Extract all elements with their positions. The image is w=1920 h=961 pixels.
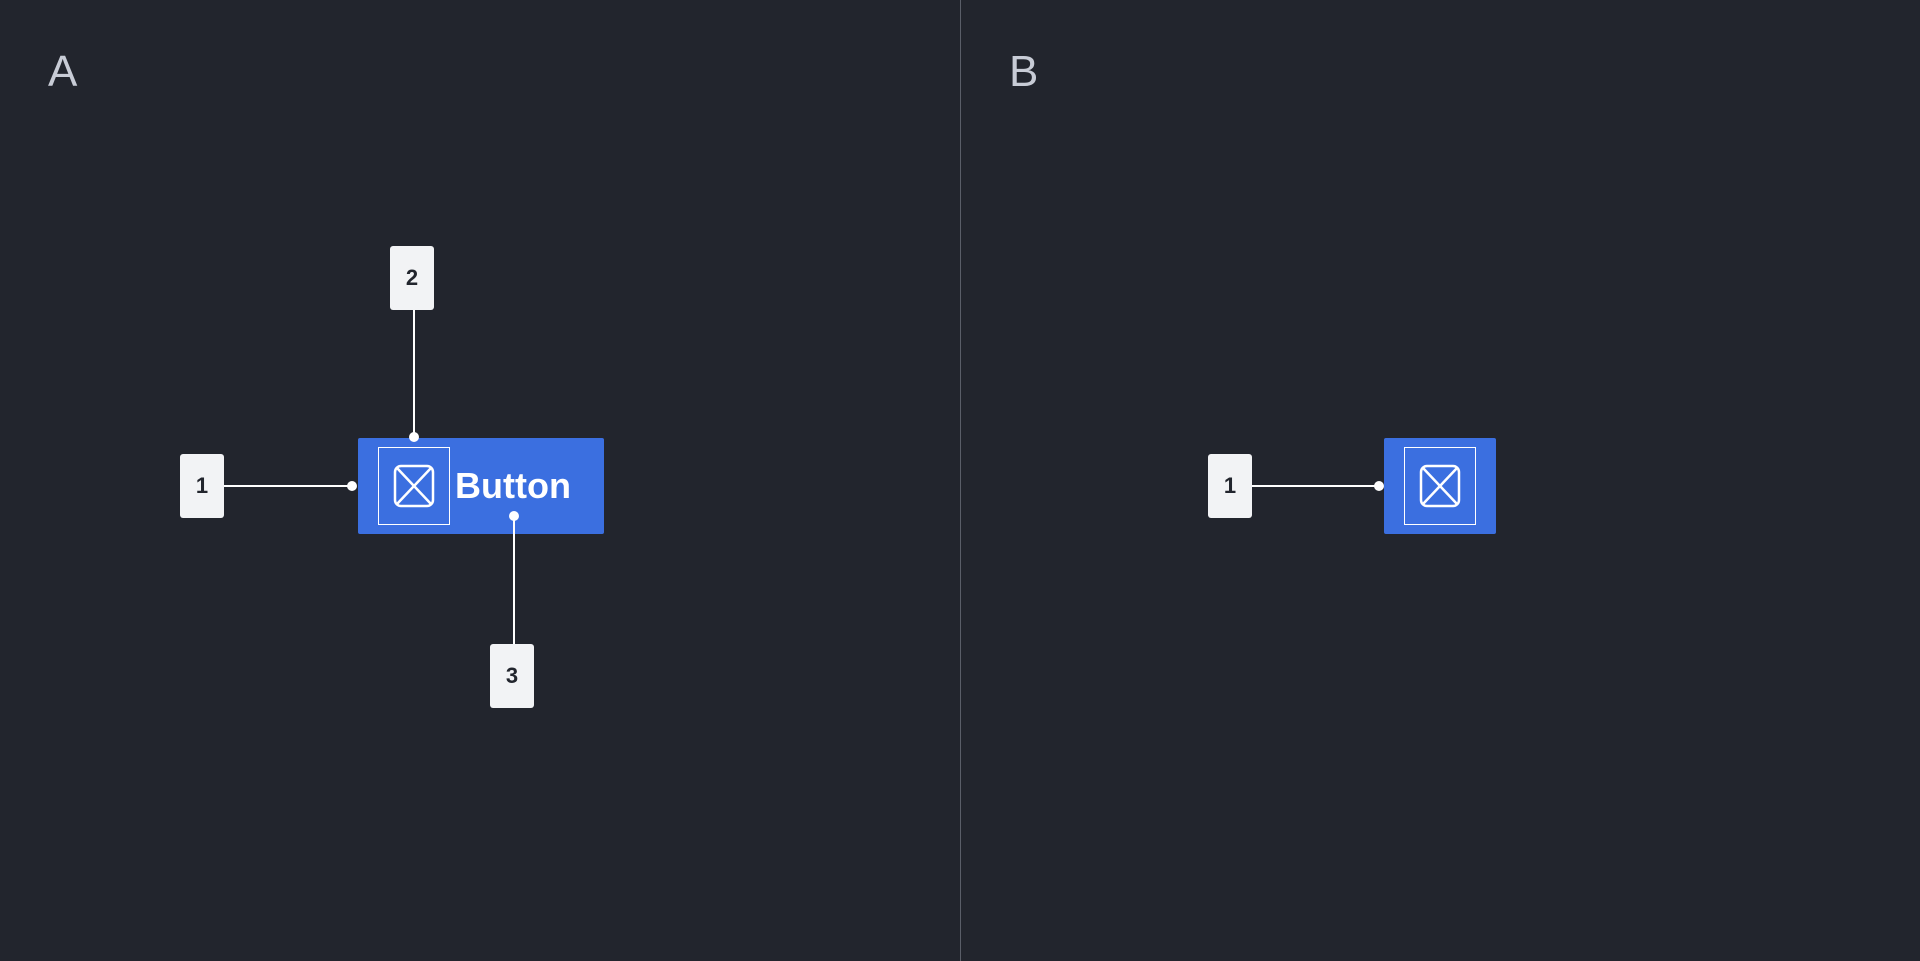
marker-1-anchor-dot [1374,481,1384,491]
marker-3-leader-line [513,516,515,645]
icon-frame [378,447,450,525]
button-label: Button [455,465,571,506]
button-with-label: Button [358,438,604,534]
panel-b-letter: B [1009,47,1039,96]
marker-2-leader-line [413,310,415,434]
marker-2-anchor-dot [409,432,419,442]
marker-1-leader-line [224,485,352,487]
image-placeholder-icon [1419,464,1461,508]
icon-frame [1404,447,1476,525]
panel-a-letter: A [48,47,78,96]
image-placeholder-icon [393,464,435,508]
marker-1: 1 [180,454,224,518]
panel-divider [960,0,961,961]
panel-b: B 1 [961,0,1920,961]
icon-only-button [1384,438,1496,534]
panel-a: A Button 1 2 3 [48,47,604,708]
marker-3: 3 [490,644,534,708]
marker-2: 2 [390,246,434,310]
marker-1-leader-line [1252,485,1378,487]
marker-1-anchor-dot [347,481,357,491]
marker-1: 1 [1208,454,1252,518]
